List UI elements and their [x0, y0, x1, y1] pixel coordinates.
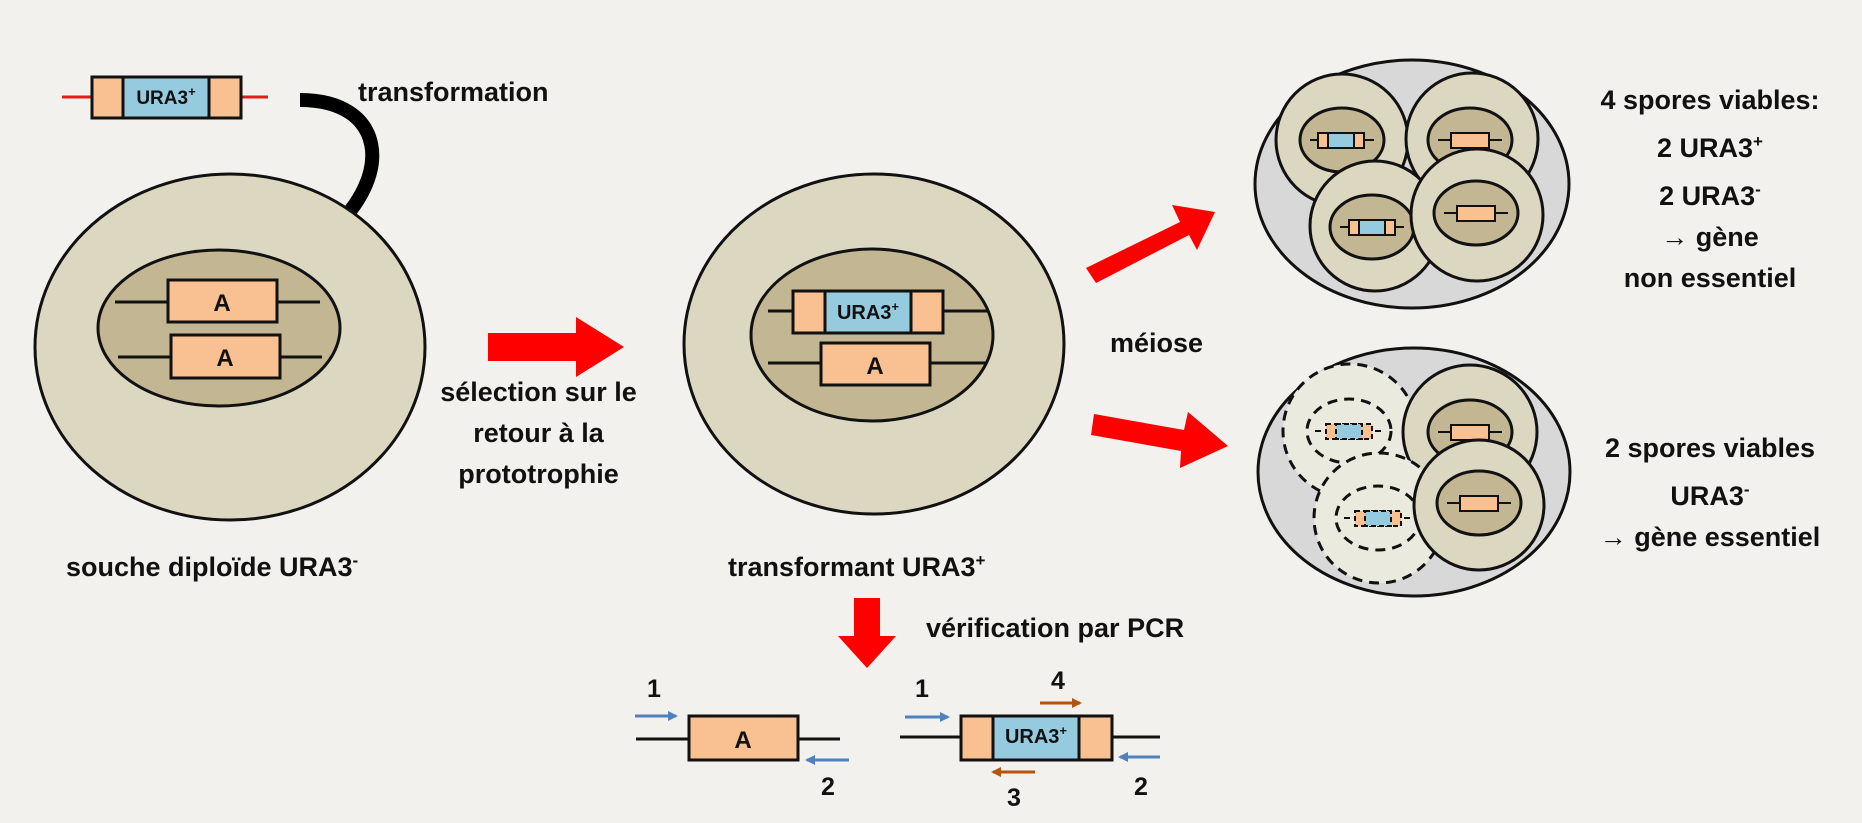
- svg-text:URA3+: URA3+: [1005, 723, 1067, 748]
- svg-text:URA3+: URA3+: [837, 299, 899, 324]
- transformant-label: transformant URA3+: [728, 551, 986, 582]
- ascus-viable: [1253, 58, 1571, 310]
- selection-arrow: [488, 317, 624, 377]
- primer-2-label: 2: [821, 773, 835, 801]
- ura3-cassette: URA3+: [62, 75, 268, 120]
- gene-a-label: A: [213, 290, 230, 317]
- meiosis-arrow-up: [1086, 205, 1215, 283]
- transformation-label: transformation: [358, 77, 549, 107]
- primer-1-label: 1: [647, 675, 661, 703]
- pcr-wildtype: A 1 2: [635, 675, 849, 801]
- transformant-cell: URA3+ A: [682, 172, 1066, 516]
- primer-2-label: 2: [1134, 773, 1148, 801]
- diploid-strain-label: souche diploïde URA3-: [66, 551, 359, 582]
- selection-label: sélection sur le retour à la prototrophi…: [426, 372, 651, 495]
- svg-text:URA3+: URA3+: [136, 84, 196, 109]
- pcr-integrant: URA3+ 1 2 3 4: [900, 667, 1160, 812]
- primer-1-label: 1: [915, 675, 929, 703]
- meiosis-label: méiose: [1110, 328, 1204, 358]
- primer-4-label: 4: [1051, 667, 1065, 695]
- pcr-verification-label: vérification par PCR: [926, 613, 1185, 643]
- gene-a-label: A: [216, 345, 233, 372]
- gene-a-label: A: [866, 353, 883, 380]
- primer-3-label: 3: [1007, 784, 1021, 812]
- selection-line: prototrophie: [458, 459, 619, 489]
- outcome-essential: 2 spores viables URA3- → gène essentiel: [1599, 433, 1821, 552]
- diploid-cell: A A: [33, 172, 427, 522]
- selection-line: sélection sur le: [440, 377, 637, 407]
- outcome-nonessential: 4 spores viables: 2 URA3+ 2 URA3- → gène…: [1600, 85, 1820, 293]
- gene-a-label: A: [734, 727, 751, 754]
- pcr-arrow: [838, 598, 896, 668]
- ascus-lethal: [1256, 346, 1572, 598]
- meiosis-arrow-down: [1091, 412, 1228, 468]
- selection-line: retour à la: [473, 418, 604, 448]
